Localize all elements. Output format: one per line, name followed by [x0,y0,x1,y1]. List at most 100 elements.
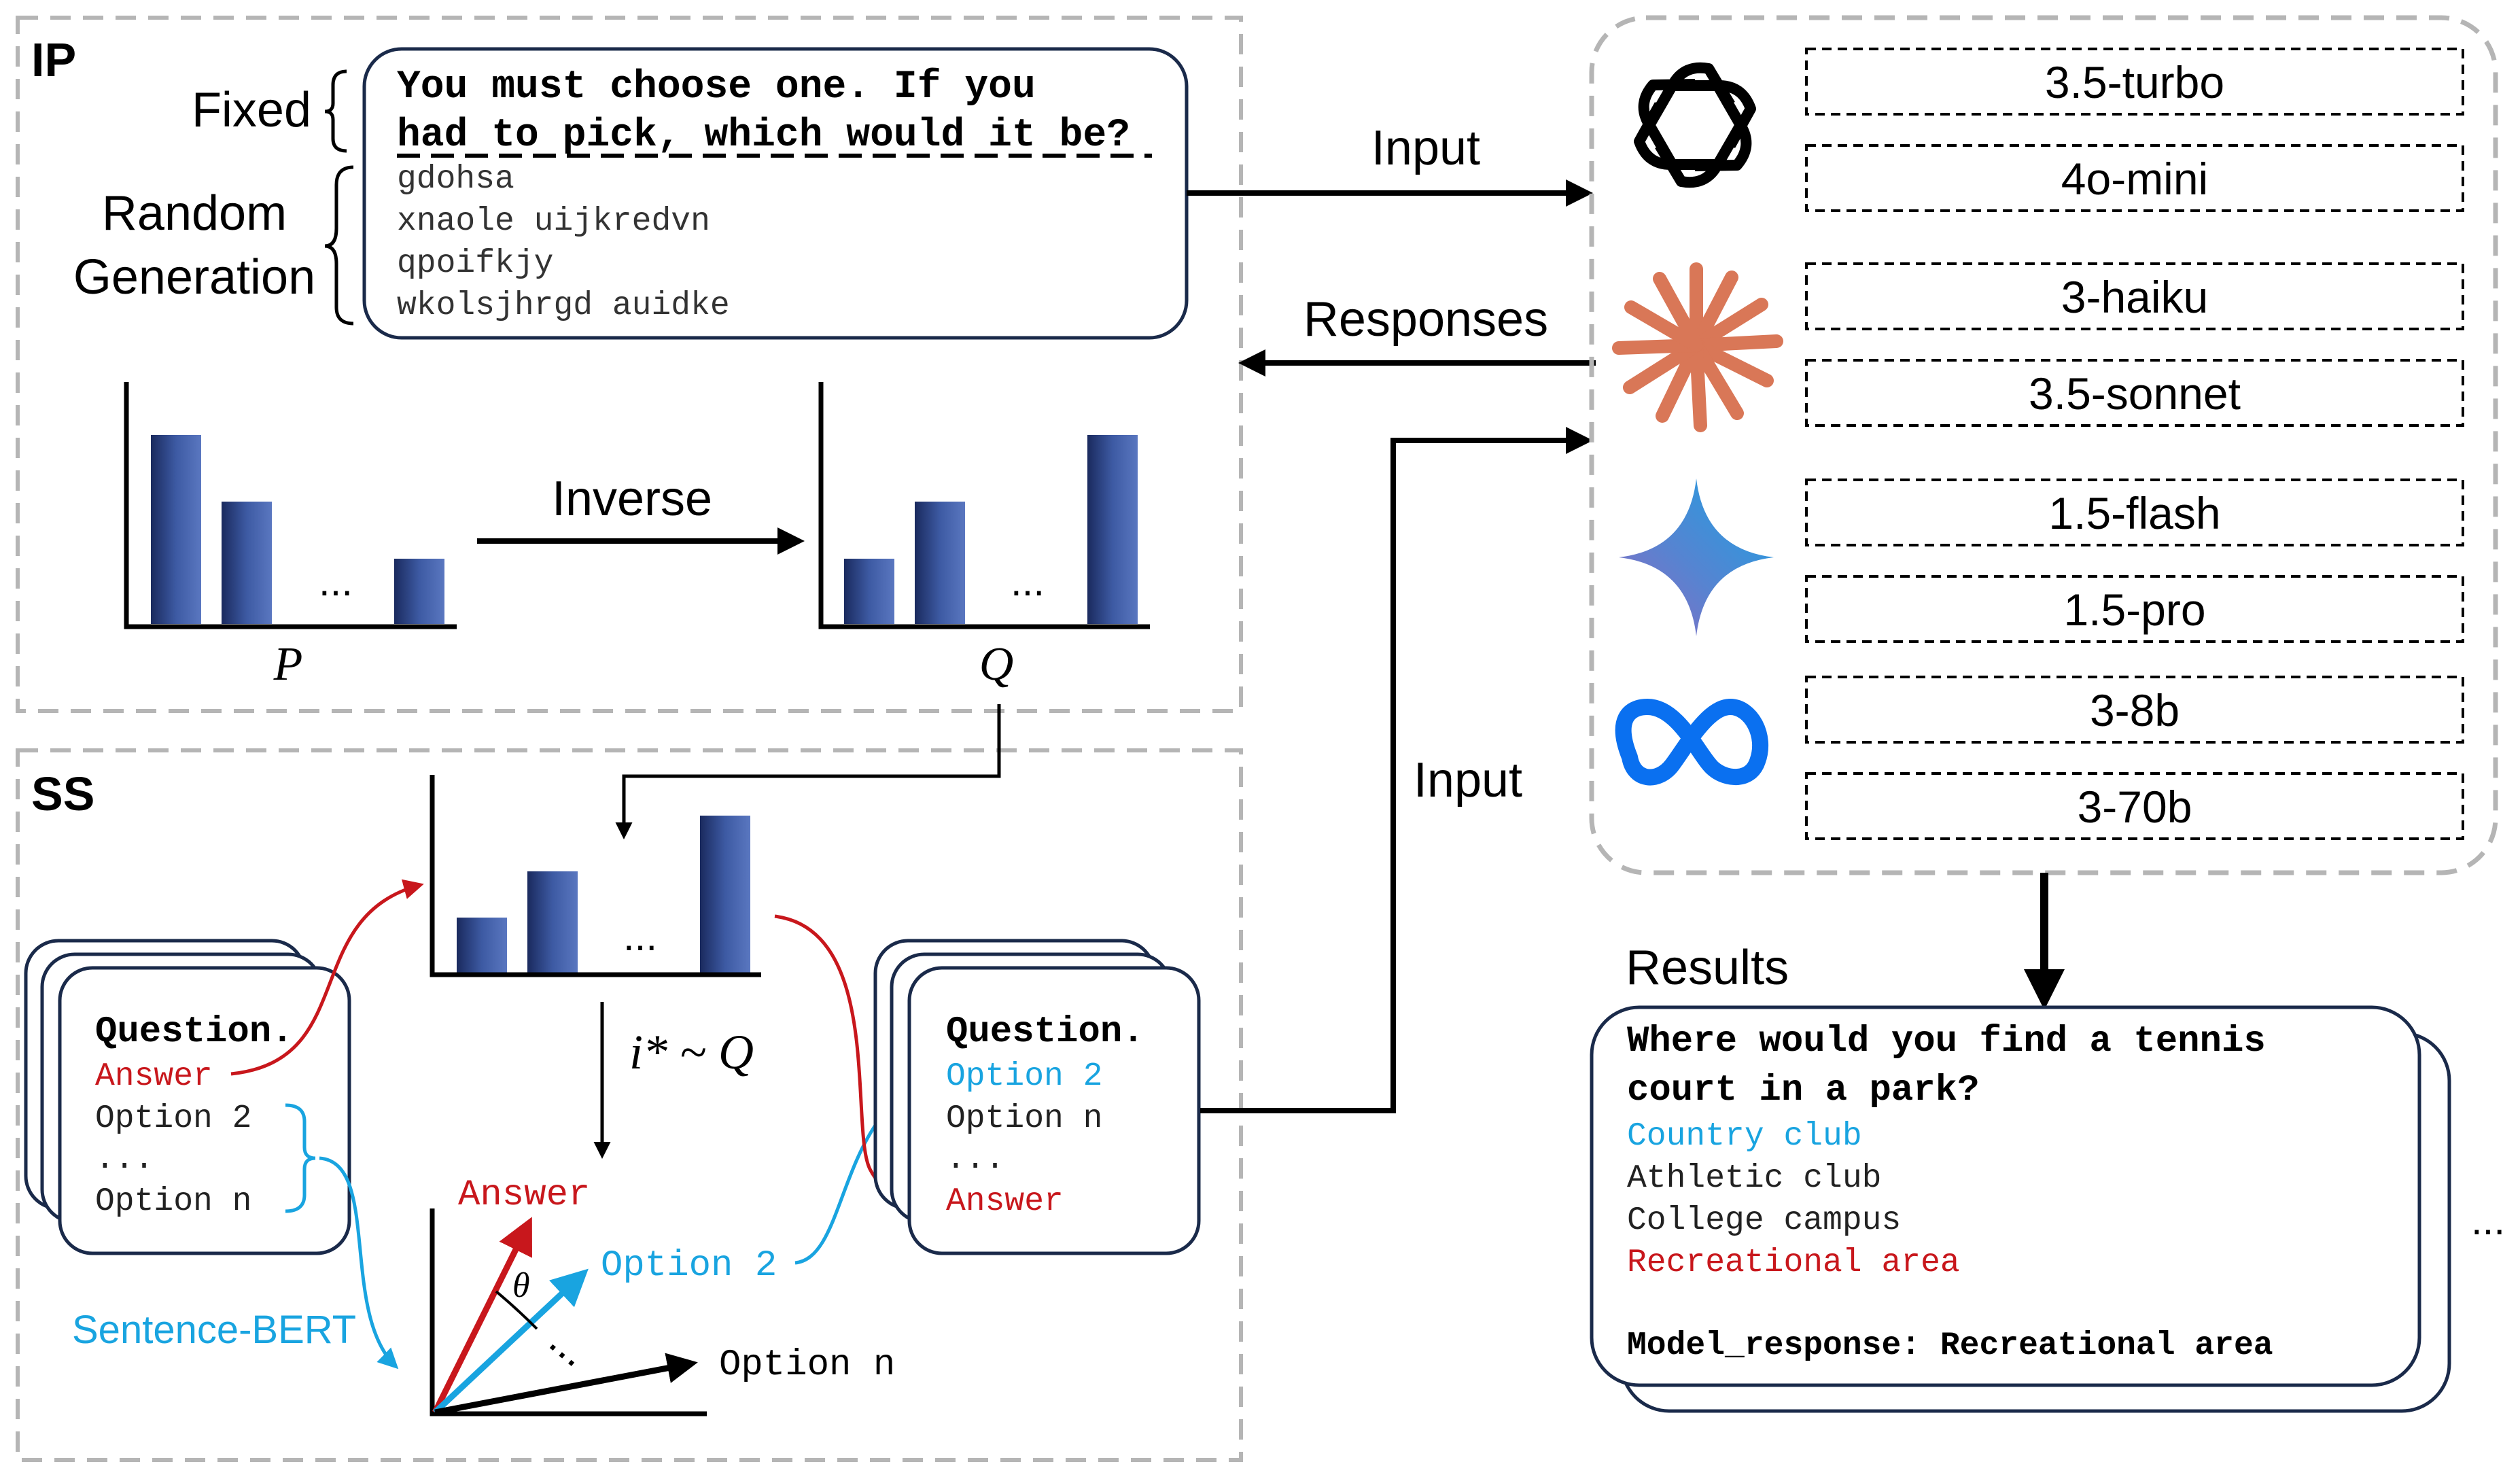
random-label-1: Random [102,186,287,241]
right-question-cards: Question. Option 2 Option n ... Answer [873,939,1201,1255]
results-option-4: Recreational area [1627,1245,1960,1281]
fixed-label: Fixed [192,83,311,137]
model-box-3-5-sonnet [1805,359,2464,427]
left-card-brace [285,1103,316,1213]
model-label-3-5-sonnet: 3.5-sonnet [2029,368,2241,419]
fixed-brace [324,69,347,153]
model-label-4o-mini: 4o-mini [2061,154,2208,204]
left-card-dots: ... [95,1141,154,1178]
results-option-2: Athletic club [1627,1160,1881,1197]
random-line-4: wkolsjhrgd auidke [397,288,730,324]
distribution-p: ... P [124,382,457,691]
results-more-ellipsis: ... [2471,1198,2505,1243]
q-to-ss-arrow [615,704,1001,839]
model-label-3-haiku: 3-haiku [2061,272,2208,322]
ss-distribution: ... [430,775,761,977]
q-bar-1 [844,559,894,624]
right-card-dots: ... [946,1141,1004,1178]
ss-axes [430,775,761,977]
results-option-3: College campus [1627,1202,1901,1239]
model-box-1-5-flash [1805,478,2464,546]
sentence-bert-arrow [319,1156,399,1370]
input-top-label: Input [1371,121,1480,175]
claude-icon [1612,262,1783,432]
results-card-front [1590,1005,2421,1387]
responses-label: Responses [1303,292,1548,347]
ss-panel [16,748,1243,1462]
vector-dots: ... [540,1315,599,1376]
ss-dist-ellipsis: ... [623,914,657,959]
model-label-3-5-turbo: 3.5-turbo [2045,57,2224,107]
left-card-front [58,966,351,1255]
model-box-3-8b [1805,676,2464,744]
vector-option-n [434,1353,698,1416]
q-bar-2 [915,502,965,624]
right-card-front [907,966,1201,1255]
model-label-boxes: 3.5-turbo 4o-mini 3-haiku 3.5-sonnet 1.5… [1805,48,2464,840]
ss-bar-1 [457,918,507,975]
model-box-1-5-pro [1805,575,2464,643]
q-bar-3 [1087,435,1138,624]
vector-answer [432,1217,532,1414]
input-mid-arrow [1200,427,1593,1113]
model-box-3-70b [1805,772,2464,840]
openai-icon [1634,62,1756,188]
random-brace [324,165,354,326]
left-question-cards: Question. Answer Option 2 ... Option n [24,939,351,1255]
model-label-3-70b: 3-70b [2078,782,2192,832]
right-card-answer: Answer [946,1183,1064,1220]
sample-label: i* ~ Q [629,1025,754,1079]
random-line-2: xnaole uijkredvn [397,203,710,240]
vector-option2-label: Option 2 [601,1245,777,1287]
model-label-1-5-flash: 1.5-flash [2048,488,2220,538]
gemini-icon [1619,478,1774,636]
p-bar-1 [151,435,201,624]
left-card-option-n: Option n [95,1183,251,1220]
p-label: P [273,638,303,691]
random-line-3: qpoifkjy [397,245,553,282]
q-label: Q [979,638,1014,691]
prompt-line-1: You must choose one. If you [397,65,1036,109]
results-model-response: Model_response: Recreational area [1627,1327,2273,1364]
p-axes [124,382,457,629]
meta-icon [1615,699,1769,786]
q-axes [818,382,1150,629]
answer-to-dist-arrow [230,879,424,1076]
ip-title: IP [31,33,76,86]
results-question-line-1: Where would you find a tennis [1627,1021,2266,1062]
model-label-3-8b: 3-8b [2090,685,2180,735]
sentence-bert-label: Sentence-BERT [72,1308,356,1352]
model-box-3-haiku [1805,262,2464,330]
model-label-1-5-pro: 1.5-pro [2063,585,2205,635]
results-option-1: Country club [1627,1118,1862,1155]
right-card-option2: Option 2 [946,1058,1102,1095]
theta-label: θ [512,1266,530,1305]
p-ellipsis: ... [319,559,353,604]
models-panel [1589,15,2498,875]
theta-arc [495,1290,538,1330]
vector-option2 [432,1268,589,1415]
random-label-2: Generation [73,250,315,304]
ss-bar-2 [527,871,578,975]
vector-axes [430,1208,707,1416]
ss-title: SS [31,767,94,820]
results-question-line-2: court in a park? [1627,1070,1979,1111]
results-title: Results [1626,941,1789,995]
ss-bar-3 [700,816,750,975]
p-bar-3 [394,559,444,624]
left-card-answer: Answer [95,1058,213,1095]
prompt-line-2: had to pick, which would it be? [397,114,1130,158]
model-box-3-5-turbo [1805,48,2464,116]
left-card-option2: Option 2 [95,1100,251,1137]
right-card-option-n: Option n [946,1100,1102,1137]
right-card-question: Question. [946,1011,1144,1053]
inverse-label: Inverse [552,472,712,526]
q-ellipsis: ... [1011,559,1045,604]
vector-answer-label: Answer [458,1174,590,1216]
vector-option-n-label: Option n [719,1344,895,1386]
p-bar-2 [222,502,272,624]
left-card-question: Question. [95,1011,294,1053]
model-box-4o-mini [1805,144,2464,212]
distribution-q: ... Q [818,382,1150,691]
